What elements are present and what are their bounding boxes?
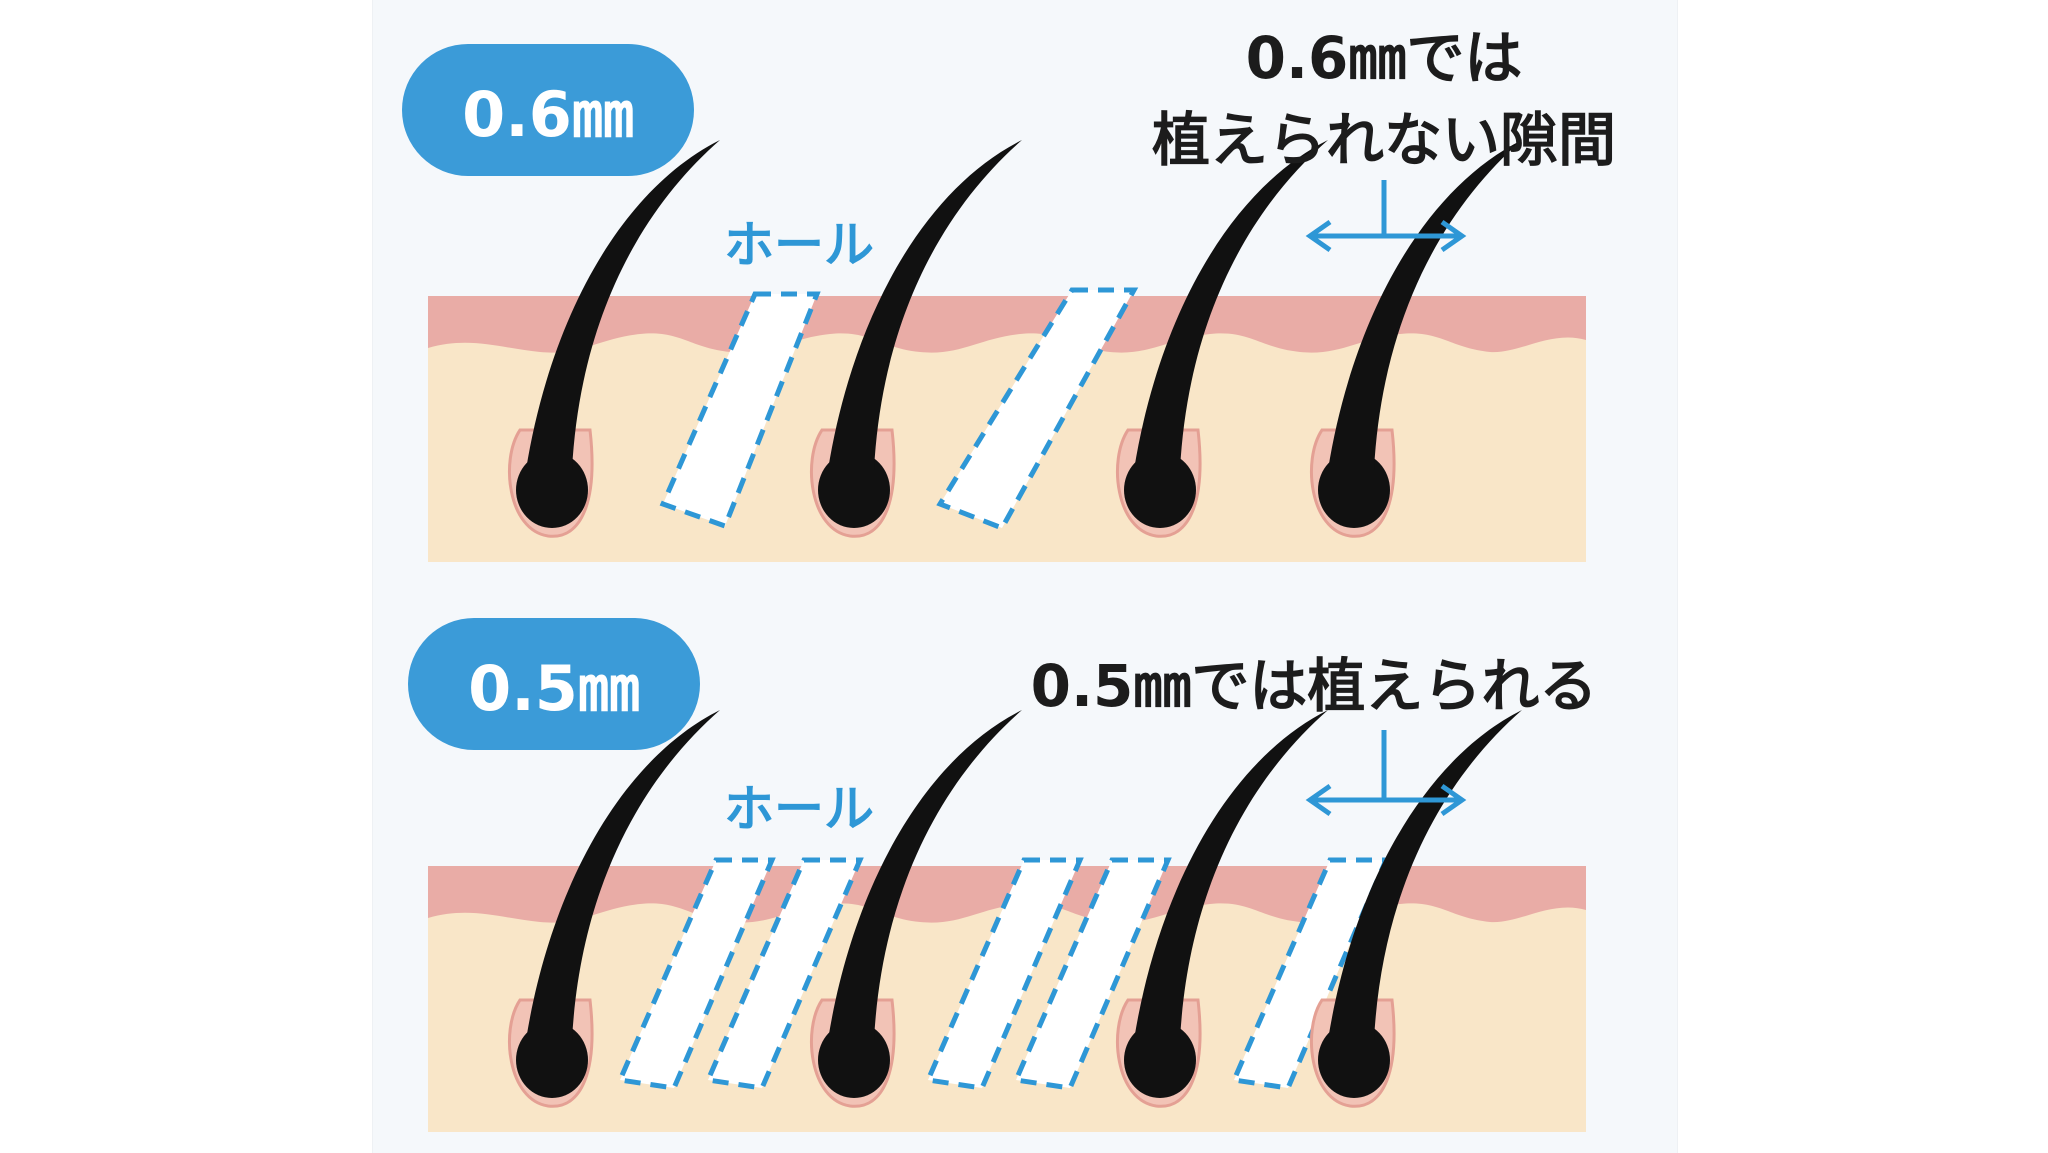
punch-hole-top: [659, 291, 821, 530]
gap-width-arrow: [1305, 180, 1467, 253]
punch-hole-bottom: [704, 857, 864, 1091]
callout-line-2: 植えられない隙間: [1152, 106, 1616, 174]
hole-label: ホール: [724, 216, 874, 274]
punch-hole-bottom: [616, 857, 776, 1091]
size-pill: 0.5㎜: [408, 618, 700, 750]
bottom-panel: 0.5㎜ ホール 0.5㎜では植えられる: [408, 618, 1597, 1132]
punch-hole-bottom: [924, 857, 1084, 1091]
top-panel: 0.6㎜ ホール 0.6㎜では 植えられない隙間: [402, 24, 1616, 562]
callout-line-1: 0.6㎜では: [1246, 24, 1523, 92]
callout-line-1: 0.5㎜では植えられる: [1031, 652, 1598, 720]
gap-width-arrow: [1305, 730, 1467, 817]
punch-hole-bottom: [1012, 857, 1172, 1091]
hole-label: ホール: [724, 780, 874, 838]
size-pill: 0.6㎜: [402, 44, 694, 176]
punch-hole-bottom: [1230, 857, 1390, 1091]
punch-hole-top: [936, 287, 1139, 532]
size-label: 0.6㎜: [462, 78, 634, 151]
size-label: 0.5㎜: [468, 652, 640, 725]
